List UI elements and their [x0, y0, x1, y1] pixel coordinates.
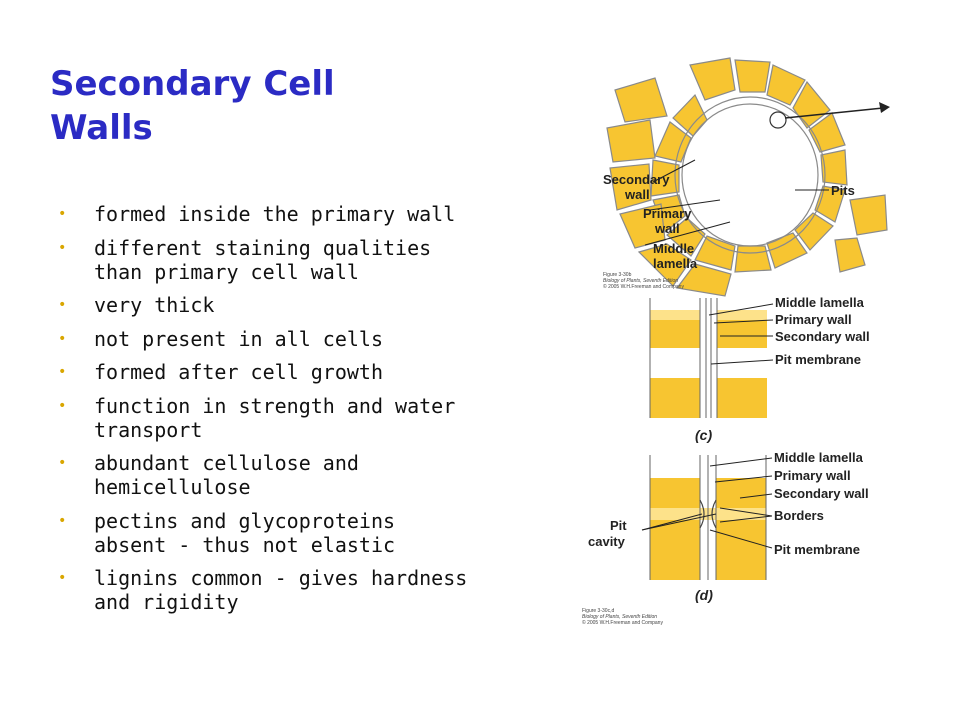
- inner-rim: [674, 96, 826, 254]
- panel-label-d: (d): [695, 587, 713, 603]
- bullet-dot-icon: •: [58, 206, 67, 222]
- cell-block: [716, 478, 766, 508]
- arrow-head-icon: [879, 102, 890, 113]
- label-middle-lamella: Middle lamella: [774, 450, 864, 465]
- bullet-dot-icon: •: [58, 570, 67, 586]
- bullet-dot-icon: •: [58, 364, 67, 380]
- leader-lines: [641, 457, 773, 549]
- cell-block: [650, 378, 700, 418]
- leader-lines: [644, 159, 829, 246]
- caption-top-3: © 2005 W.H.Freeman and Company: [603, 283, 684, 290]
- figure-c-pit: Middle lamella Primary wall Secondary wa…: [649, 295, 870, 443]
- panel-label-c: (c): [695, 427, 712, 443]
- bullet-dot-icon: •: [58, 455, 67, 471]
- pointer-arrow-line: [784, 107, 884, 119]
- label-pits: Pits: [831, 183, 855, 198]
- bullet-list: •formed inside the primary wall •differe…: [58, 202, 498, 624]
- figure-d-bordered-pit: Middle lamella Primary wall Secondary wa…: [582, 450, 869, 626]
- bullet-dot-icon: •: [58, 330, 67, 347]
- cell-block: [717, 378, 767, 418]
- bullet-dot-icon: •: [58, 239, 67, 256]
- slide-title: Secondary Cell Walls: [50, 62, 470, 150]
- title-line-2: Walls: [50, 108, 153, 148]
- bullet-item: •not present in all cells: [58, 326, 383, 351]
- label-primary-1: Primary: [643, 206, 692, 221]
- cell-ring-figure: Secondary wall Primary wall Middle lamel…: [603, 57, 890, 297]
- label-pit-membrane: Pit membrane: [775, 352, 861, 367]
- label-middle-1: Middle: [653, 241, 694, 256]
- cell-block: [650, 478, 700, 508]
- label-cavity: cavity: [588, 534, 626, 549]
- label-primary-2: wall: [654, 221, 680, 236]
- bullet-dot-icon: •: [58, 397, 67, 414]
- caption-d-3: © 2005 W.H.Freeman and Company: [582, 619, 663, 626]
- leader-lines: [708, 303, 774, 365]
- label-secondary-wall: Secondary wall: [775, 329, 870, 344]
- cell-block: [650, 520, 700, 580]
- bullet-dot-icon: •: [58, 512, 67, 529]
- highlight-circle: [769, 111, 787, 129]
- bullet-dot-icon: •: [58, 297, 67, 313]
- bullet-item: •formed after cell growth: [58, 360, 383, 384]
- label-pit: Pit: [610, 518, 627, 533]
- bullet-item: •formed inside the primary wall: [58, 202, 456, 226]
- label-middle-lamella: Middle lamella: [775, 295, 865, 310]
- label-primary-wall: Primary wall: [775, 312, 852, 327]
- label-borders: Borders: [774, 508, 824, 523]
- caption-d-1: Figure 3-30c,d: [582, 608, 614, 614]
- label-secondary-1: Secondary: [603, 172, 670, 187]
- caption-d-2: Biology of Plants, Seventh Edition: [582, 614, 657, 620]
- label-secondary-2: wall: [624, 187, 650, 202]
- label-secondary-wall: Secondary wall: [774, 486, 869, 501]
- title-line-1: Secondary Cell: [50, 64, 335, 104]
- cell-block: [716, 520, 766, 580]
- label-pit-membrane: Pit membrane: [774, 542, 860, 557]
- caption-top-2: Biology of Plants, Seventh Edition: [603, 278, 678, 284]
- caption-top-1: Figure 3-30b: [603, 272, 632, 278]
- label-middle-2: lamella: [653, 256, 698, 271]
- label-primary-wall: Primary wall: [774, 468, 851, 483]
- bullet-item: •very thick: [58, 293, 215, 317]
